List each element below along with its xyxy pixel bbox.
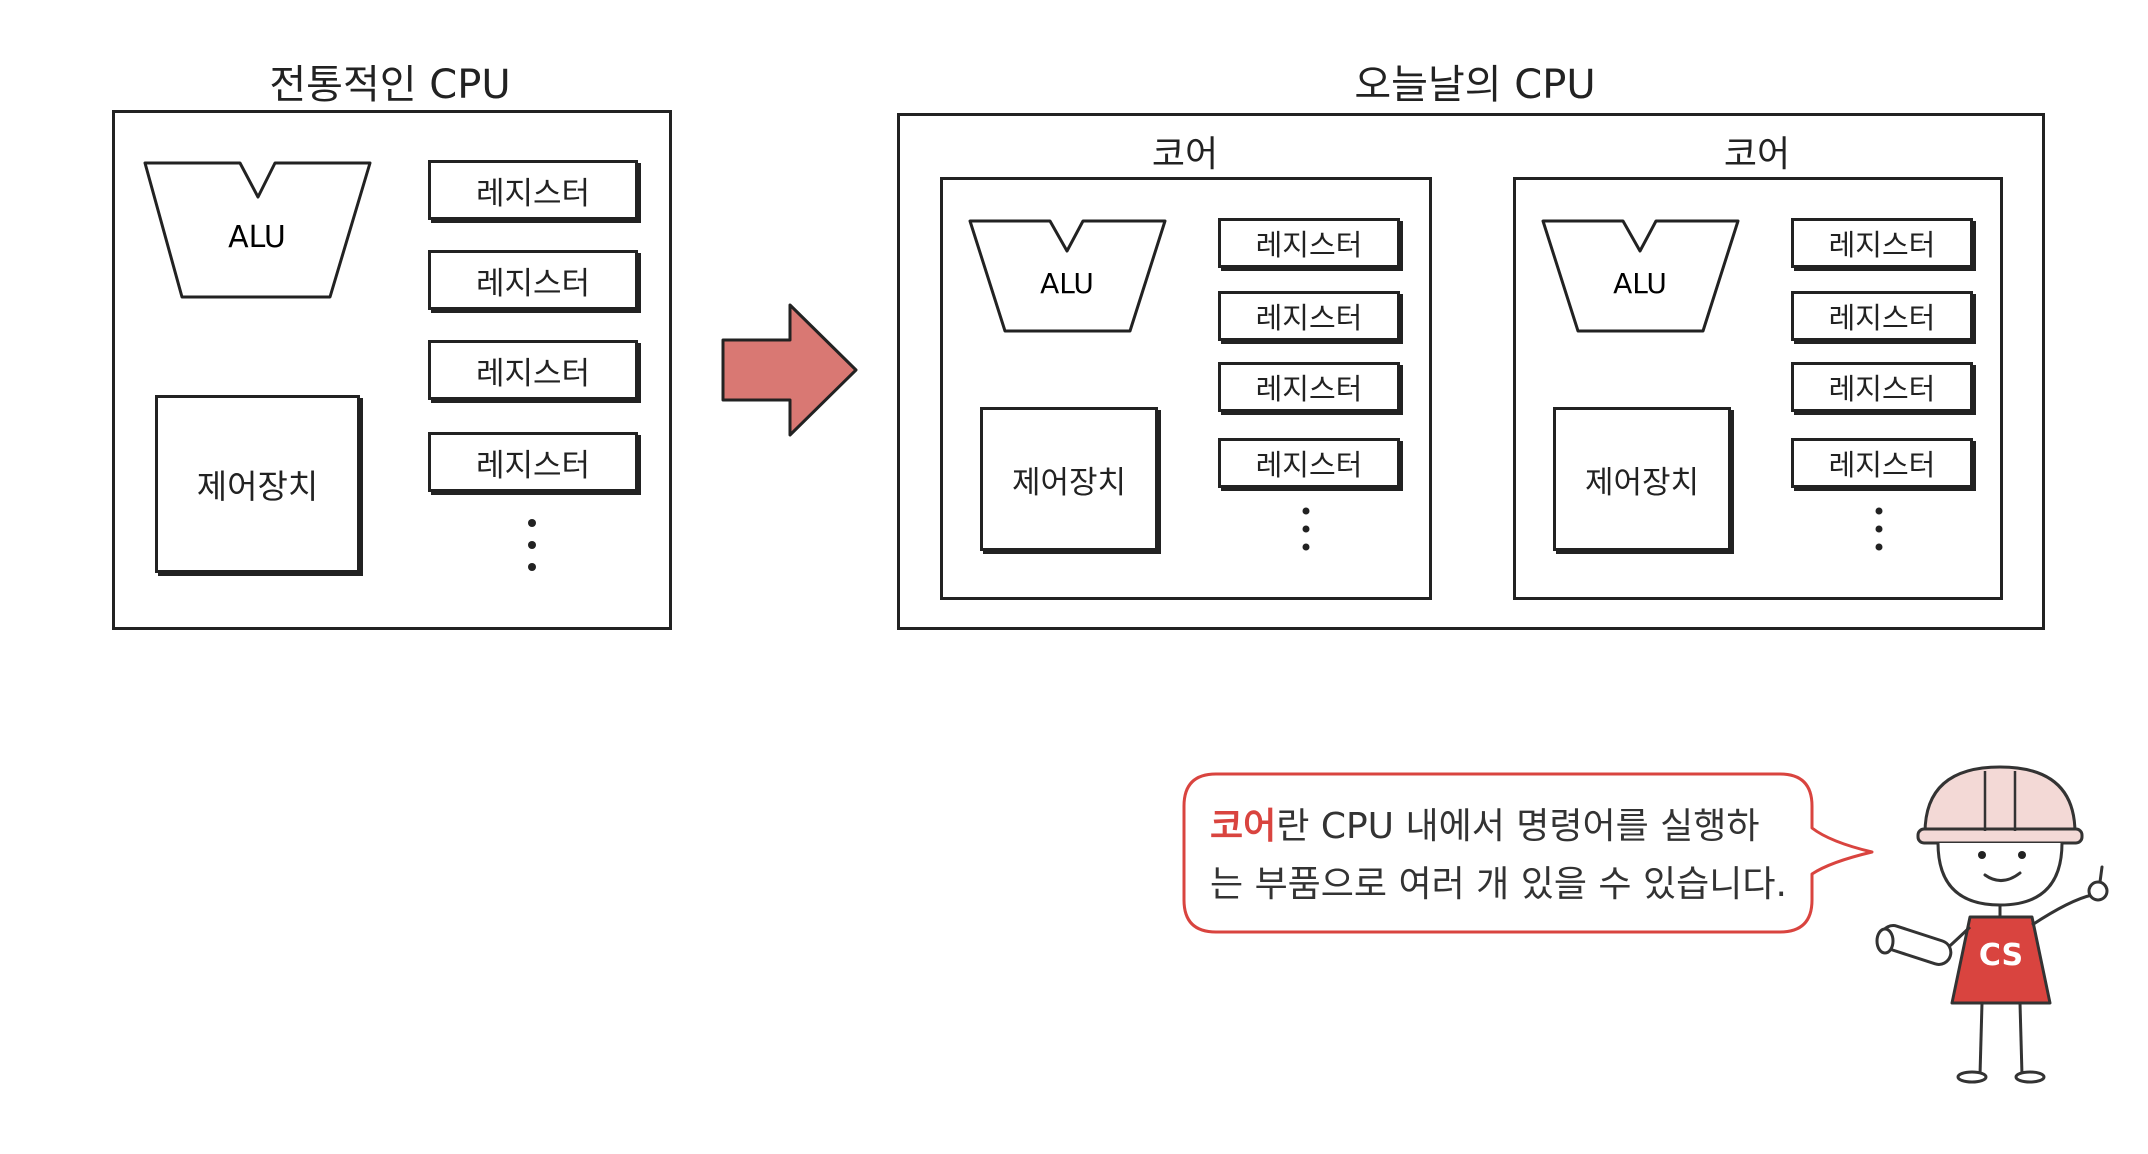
core-2-ellipsis bbox=[1875, 507, 1883, 551]
more-registers-ellipsis bbox=[528, 519, 536, 571]
register-2: 레지스터 bbox=[428, 250, 638, 310]
speech-bubble bbox=[1182, 772, 1874, 934]
bubble-line-1-rest: 란 CPU 내에서 명령어를 실행하 bbox=[1276, 806, 1760, 847]
transition-arrow bbox=[721, 303, 858, 437]
core-2-alu-label: ALU bbox=[1613, 267, 1667, 300]
core-1-register-3: 레지스터 bbox=[1218, 362, 1400, 412]
core-1-alu-shape: ALU bbox=[968, 219, 1167, 333]
control-unit: 제어장치 bbox=[155, 395, 360, 573]
register-3: 레지스터 bbox=[428, 340, 638, 400]
core-1-control-unit: 제어장치 bbox=[980, 407, 1158, 551]
core-1-register-1: 레지스터 bbox=[1218, 218, 1400, 268]
core-1-ellipsis bbox=[1302, 507, 1310, 551]
bubble-line-1: 코어란 CPU 내에서 명령어를 실행하 bbox=[1210, 798, 1810, 856]
bubble-highlight: 코어 bbox=[1210, 806, 1277, 847]
core-1-alu-label: ALU bbox=[1040, 267, 1094, 300]
register-1: 레지스터 bbox=[428, 160, 638, 220]
register-4: 레지스터 bbox=[428, 432, 638, 492]
mascot-shirt-text: CS bbox=[1979, 938, 2023, 973]
core-2-register-3: 레지스터 bbox=[1791, 362, 1973, 412]
core-1-register-2: 레지스터 bbox=[1218, 291, 1400, 341]
core-2-control-unit: 제어장치 bbox=[1553, 407, 1731, 551]
bubble-line-2: 는 부품으로 여러 개 있을 수 있습니다. bbox=[1210, 864, 1787, 905]
core-2-register-4: 레지스터 bbox=[1791, 438, 1973, 488]
speech-bubble-text: 코어란 CPU 내에서 명령어를 실행하 는 부품으로 여러 개 있을 수 있습… bbox=[1210, 798, 1810, 914]
core-2-title: 코어 bbox=[1723, 134, 1791, 175]
core-1-title: 코어 bbox=[1151, 134, 1219, 175]
modern-cpu-title: 오늘날의 CPU bbox=[1354, 62, 1596, 108]
core-2-alu-shape: ALU bbox=[1541, 219, 1740, 333]
core-2-register-2: 레지스터 bbox=[1791, 291, 1973, 341]
core-1-register-4: 레지스터 bbox=[1218, 438, 1400, 488]
core-2-register-1: 레지스터 bbox=[1791, 218, 1973, 268]
alu-label: ALU bbox=[228, 220, 286, 255]
mascot-character: CS bbox=[1875, 765, 2109, 1084]
traditional-cpu-title: 전통적인 CPU bbox=[269, 62, 511, 108]
alu-shape: ALU bbox=[143, 161, 372, 299]
